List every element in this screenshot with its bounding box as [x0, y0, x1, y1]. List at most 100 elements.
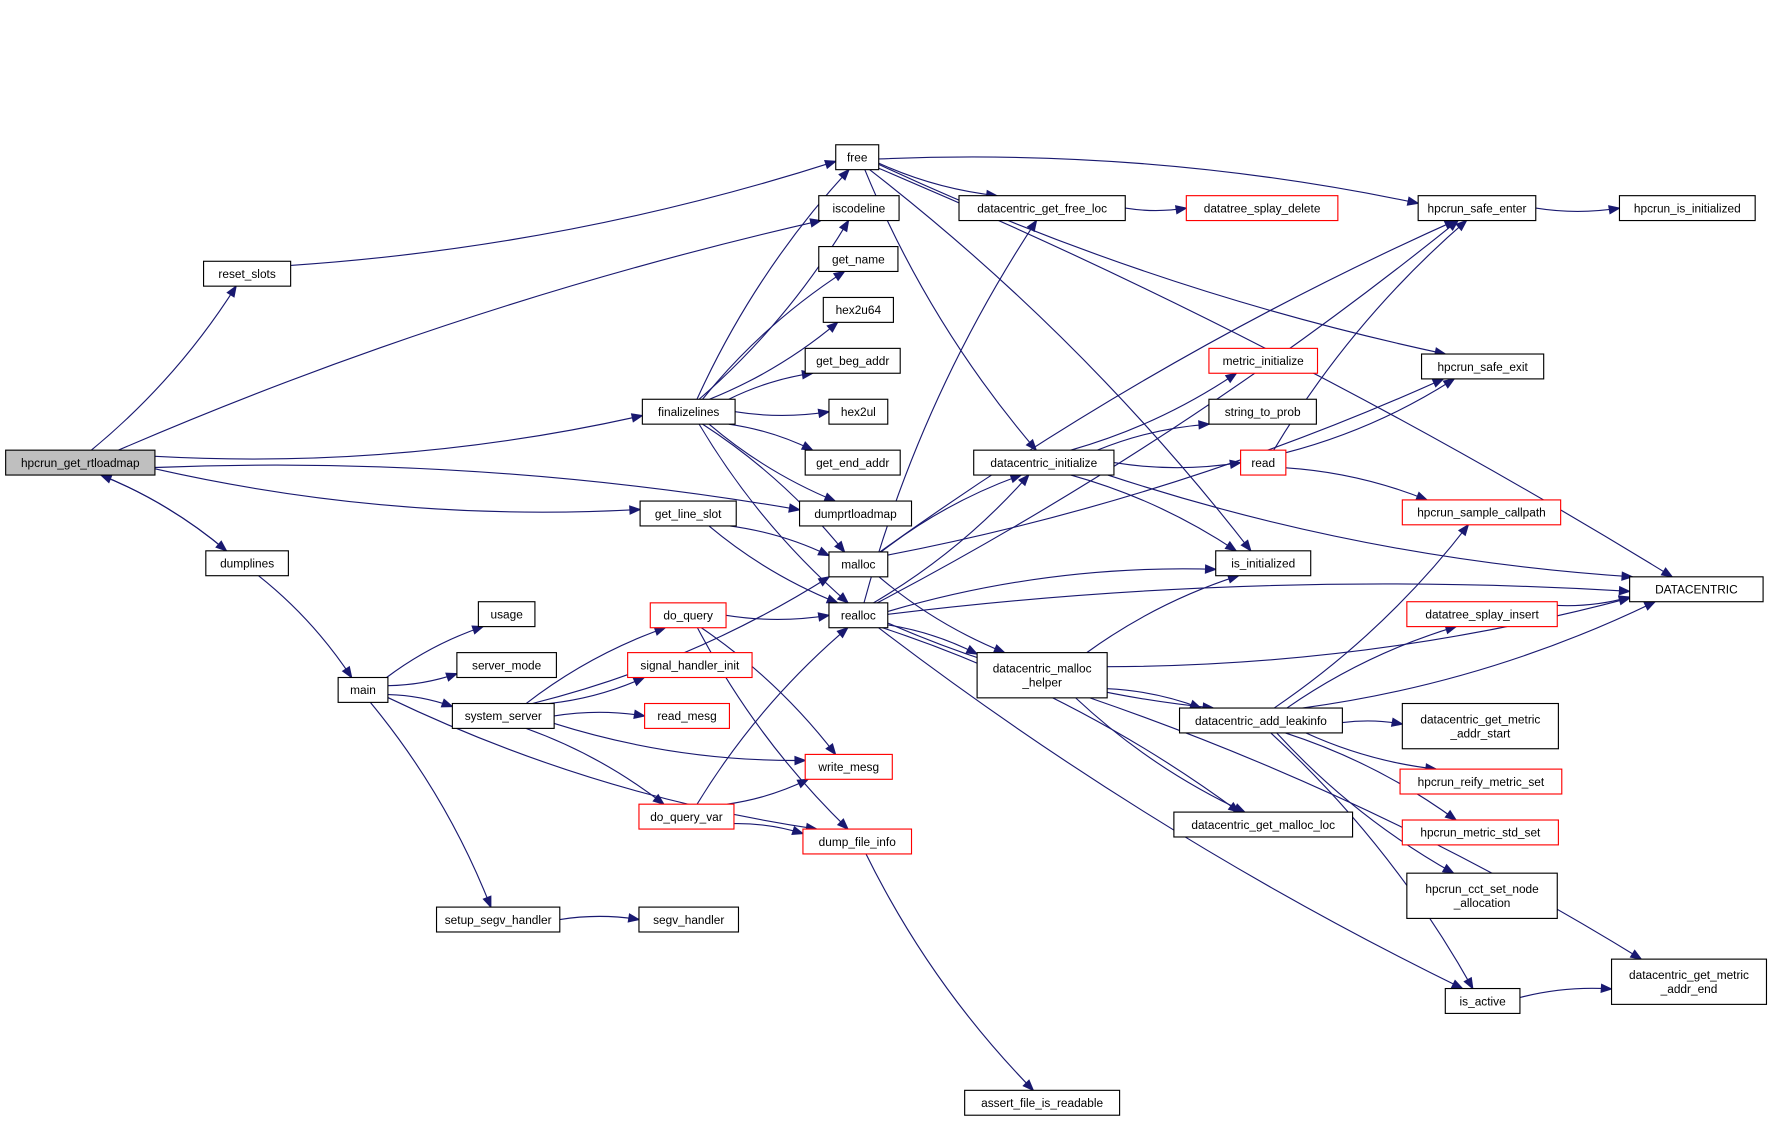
edge-line [100, 474, 227, 552]
edge-line [1273, 524, 1469, 709]
arrowhead-icon [1643, 601, 1657, 611]
node-label: realloc [841, 609, 876, 623]
node-hpcrun-sample-callpath[interactable]: hpcrun_sample_callpath [1401, 499, 1562, 526]
edge-line [879, 220, 1456, 553]
node-box [644, 702, 731, 729]
node-label: datacentric_get_free_loc [977, 201, 1107, 215]
arrowhead-icon [1618, 585, 1632, 596]
node-system-server[interactable]: system_server [451, 702, 555, 729]
node-signal-handler-init[interactable]: signal_handler_init [627, 652, 753, 679]
node-label: metric_initialize [1223, 354, 1304, 368]
node-label: is_initialized [1231, 557, 1295, 571]
node-dump-file-info[interactable]: dump_file_info [802, 828, 913, 855]
node-label: datacentric_malloc [993, 661, 1092, 675]
node-string-to-prob[interactable]: string_to_prob [1208, 398, 1317, 425]
node-read-mesg[interactable]: read_mesg [644, 702, 731, 729]
node-box [818, 246, 899, 273]
node-datacentric-add-leakinfo[interactable]: datacentric_add_leakinfo [1178, 707, 1343, 734]
node-free[interactable]: free [835, 144, 880, 171]
node-hpcrun-safe-exit[interactable]: hpcrun_safe_exit [1420, 353, 1545, 380]
edge-line [728, 423, 813, 451]
node-datatree-splay-insert[interactable]: datatree_splay_insert [1406, 601, 1558, 628]
node-realloc[interactable]: realloc [828, 602, 889, 629]
node-metric-initialize[interactable]: metric_initialize [1208, 347, 1319, 374]
node-get-beg-addr[interactable]: get_beg_addr [804, 347, 901, 374]
edge-line [1089, 697, 1642, 960]
node-segv-handler[interactable]: segv_handler [638, 906, 740, 933]
arrowhead-icon [630, 413, 644, 423]
node-do-query-var[interactable]: do_query_var [638, 803, 735, 830]
node-label: _allocation [1453, 896, 1511, 910]
node-read[interactable]: read [1240, 449, 1287, 476]
node-hpcrun-metric-std-set[interactable]: hpcrun_metric_std_set [1401, 819, 1559, 846]
node-hex2ul[interactable]: hex2ul [828, 398, 889, 425]
arrowhead-icon [1022, 1079, 1035, 1092]
edge-line [729, 525, 830, 557]
node-malloc[interactable]: malloc [828, 551, 889, 578]
node-datacentric[interactable]: DATACENTRIC [1629, 576, 1764, 603]
node-dumplines[interactable]: dumplines [205, 550, 289, 577]
node-assert-file-is-readable[interactable]: assert_file_is_readable [964, 1089, 1121, 1116]
node-hpcrun-safe-enter[interactable]: hpcrun_safe_enter [1417, 195, 1537, 222]
arrowhead-icon [1189, 699, 1203, 709]
node-hex2u64[interactable]: hex2u64 [822, 296, 894, 323]
arrowhead-icon [1229, 459, 1243, 470]
node-box [1406, 601, 1558, 628]
node-hpcrun-cct-set-node-allocation[interactable]: hpcrun_cct_set_node_allocation [1406, 872, 1558, 919]
edge-do_query_var-to-realloc [696, 626, 849, 805]
node-write-mesg[interactable]: write_mesg [804, 753, 893, 780]
node-hpcrun-get-rtloadmap[interactable]: hpcrun_get_rtloadmap [5, 449, 156, 476]
node-server-mode[interactable]: server_mode [456, 652, 557, 679]
edge-line [865, 853, 1034, 1091]
node-finalizelines[interactable]: finalizelines [641, 398, 736, 425]
node-get-name[interactable]: get_name [818, 246, 899, 273]
edge-realloc-to-is_active [878, 627, 1464, 990]
arrowhead-icon [832, 270, 846, 282]
edge-main-to-system_server [387, 693, 454, 708]
node-label: datatree_splay_insert [1425, 607, 1539, 621]
node-is-initialized[interactable]: is_initialized [1215, 550, 1312, 577]
node-label: setup_segv_handler [445, 913, 552, 927]
node-get-end-addr[interactable]: get_end_addr [804, 449, 901, 476]
edge-line [154, 415, 643, 460]
node-main[interactable]: main [337, 676, 389, 703]
node-box [818, 195, 900, 222]
edge-do_query-to-write_mesg [701, 627, 837, 756]
node-label: main [350, 683, 376, 697]
arrowhead-icon [1600, 983, 1614, 994]
node-setup-segv-handler[interactable]: setup_segv_handler [435, 906, 561, 933]
node-reset-slots[interactable]: reset_slots [202, 260, 292, 287]
node-is-active[interactable]: is_active [1444, 987, 1521, 1014]
node-label: assert_file_is_readable [981, 1096, 1103, 1110]
arrowhead-icon [791, 825, 805, 835]
node-hpcrun-reify-metric-set[interactable]: hpcrun_reify_metric_set [1399, 768, 1563, 795]
edge-system_server-to-signal_handler_init [548, 676, 646, 705]
node-iscodeline[interactable]: iscodeline [818, 195, 900, 222]
node-datatree-splay-delete[interactable]: datatree_splay_delete [1185, 195, 1339, 222]
node-get-line-slot[interactable]: get_line_slot [639, 500, 737, 527]
edge-line [369, 702, 492, 908]
node-datacentric-initialize[interactable]: datacentric_initialize [973, 449, 1115, 476]
edge-datacentric_get_free_loc-to-datatree_splay_delete [1125, 205, 1188, 215]
node-label: segv_handler [653, 913, 724, 927]
node-datacentric-malloc-helper[interactable]: datacentric_malloc_helper [976, 652, 1108, 699]
node-label: do_query [663, 609, 713, 623]
edge-dumplines-to-main [258, 575, 353, 679]
node-dumprtloadmap[interactable]: dumprtloadmap [798, 500, 913, 527]
edge-line [876, 220, 1459, 604]
node-datacentric-get-malloc-loc[interactable]: datacentric_get_malloc_loc [1173, 811, 1354, 838]
edge-line [709, 321, 838, 400]
node-do-query[interactable]: do_query [649, 602, 727, 629]
node-hpcrun-is-initialized[interactable]: hpcrun_is_initialized [1618, 195, 1756, 222]
edge-line [1086, 575, 1239, 654]
edge-datacentric_initialize-to-is_initialized [1070, 474, 1238, 552]
edge-main-to-setup_segv_handler [369, 702, 492, 909]
node-datacentric-get-metric-addr-start[interactable]: datacentric_get_metric_addr_start [1401, 702, 1559, 750]
node-datacentric-get-metric-addr-end[interactable]: datacentric_get_metric_addr_end [1610, 958, 1768, 1005]
node-datacentric-get-free-loc[interactable]: datacentric_get_free_loc [958, 195, 1126, 222]
arrowhead-icon [1224, 372, 1238, 384]
edge-dumplines-to-hpcrun_get_rtloadmap [99, 474, 227, 552]
node-box [1406, 872, 1558, 919]
node-usage[interactable]: usage [477, 601, 536, 628]
edge-free-to-hpcrun_safe_enter [878, 156, 1420, 206]
